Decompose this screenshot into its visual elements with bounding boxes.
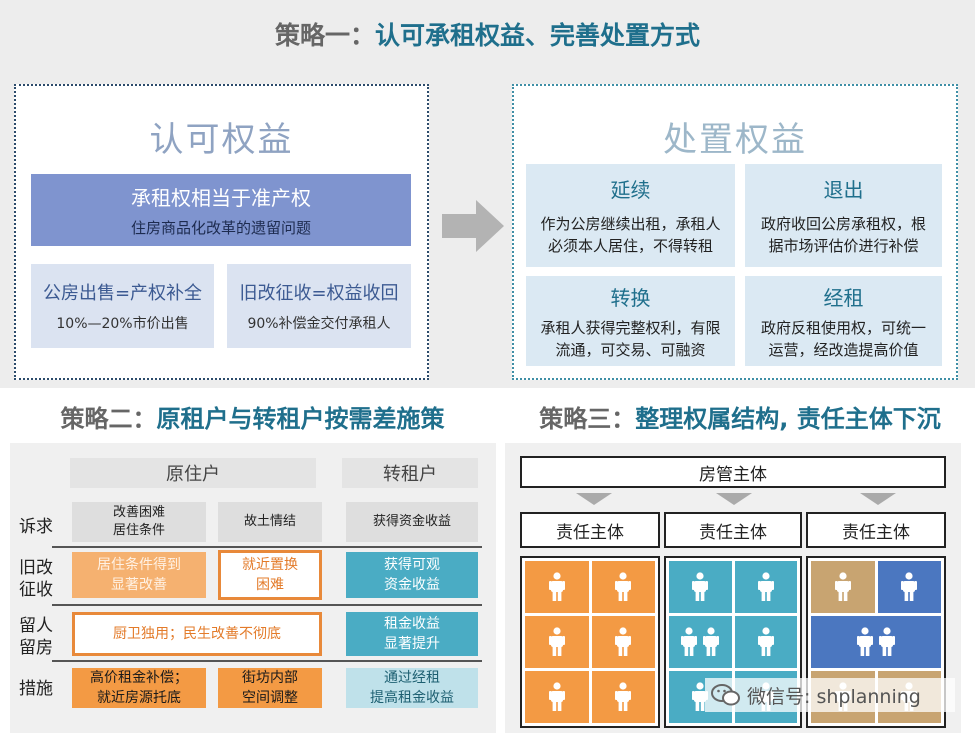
- card-title: 经租: [823, 285, 864, 310]
- card-text-line: 据市场评估价进行补偿: [768, 237, 919, 255]
- responsible-body-box: 责任主体: [520, 512, 660, 548]
- person-tile: [877, 561, 941, 613]
- person-tile: [669, 616, 732, 668]
- person-tile: [734, 616, 797, 668]
- card-title: 退出: [823, 178, 864, 202]
- measures-cell: 高价租金补偿； 就近房源托底: [72, 668, 206, 708]
- card-text-line: 流通，可交易、可融资: [555, 340, 706, 359]
- person-tile: [811, 561, 875, 613]
- person-icon: [834, 572, 851, 601]
- person-icon: [681, 627, 698, 656]
- person-icon: [857, 627, 873, 656]
- strategy3-prefix: 策略三：: [539, 404, 636, 433]
- person-icon: [615, 682, 632, 711]
- old-renewal-card: 旧改征收=权益收回 90%补偿金交付承租人: [227, 264, 411, 348]
- person-icon: [548, 572, 565, 601]
- lease-operation-card: 经租 政府反租使用权，可统一 运营，经改造提高价值: [745, 276, 942, 366]
- public-housing-sale-card: 公房出售=产权补全 10%—20%市价出售: [31, 264, 214, 348]
- card-title: 延续: [610, 178, 651, 202]
- measures-cell: 街坊内部 空间调整: [218, 668, 322, 708]
- strategy2-title: 策略二： 原租户与转租户按需差施策: [0, 396, 505, 436]
- recognize-rights-heading: 认可权益: [149, 119, 294, 160]
- responsible-body-box: 责任主体: [806, 512, 946, 548]
- card-text-line: 政府收回公房承租权，根: [760, 215, 926, 233]
- housing-management-box: 房管主体: [520, 456, 946, 488]
- appeal-cell: 获得资金收益: [346, 502, 478, 542]
- retain-cell: 租金收益 显著提升: [346, 612, 478, 656]
- person-tile: [669, 561, 732, 613]
- person-tile: [525, 616, 589, 668]
- person-tile: [811, 616, 941, 668]
- card-text-line: 作为公房继续出租，承租人: [540, 215, 721, 233]
- person-icon: [757, 572, 774, 601]
- down-arrow-icon: [576, 493, 612, 505]
- row-label-measures: 措施: [19, 679, 53, 699]
- card-text-line: 运营，经改造提高价值: [768, 340, 919, 359]
- continue-card: 延续 作为公房继续出租，承租人 必须本人居住，不得转租: [526, 164, 735, 267]
- person-tile: [525, 671, 589, 723]
- orange-people-grid: [520, 556, 660, 728]
- strategy3-title-text: 整理权属结构, 责任主体下沉: [635, 404, 941, 433]
- row-separator: [52, 604, 482, 606]
- dispose-rights-heading: 处置权益: [663, 119, 807, 160]
- watermark-text: 微信号: shplanning: [747, 685, 921, 708]
- column-header-original: 原住户: [70, 458, 316, 488]
- card-text: 90%补偿金交付承租人: [247, 316, 391, 332]
- card-title: 公房出售=产权补全: [42, 283, 203, 304]
- card-text-line: 政府反租使用权，可统一: [760, 318, 926, 337]
- right-arrow-icon: [442, 200, 504, 252]
- person-tile: [591, 616, 655, 668]
- strategy1-title-text: 认可承租权益、完善处置方式: [375, 21, 701, 50]
- appeal-cell: 改善困难 居住条件: [72, 502, 206, 542]
- person-tile: [591, 561, 655, 613]
- renewal-cell-highlight: 就近置换 困难: [218, 550, 322, 600]
- person-tile: [591, 671, 655, 723]
- wechat-watermark: 微信号: shplanning: [705, 678, 955, 712]
- renewal-cell: 居住条件得到 显著改善: [72, 552, 206, 598]
- renewal-cell: 获得可观 资金收益: [346, 552, 478, 598]
- down-arrow-icon: [716, 493, 752, 505]
- row-separator: [52, 546, 482, 548]
- measures-cell: 通过经租 提高租金收益: [346, 668, 478, 708]
- column-header-subtenant: 转租户: [342, 458, 478, 488]
- retain-cell-highlight: 厨卫独用；民生改善不彻底: [72, 612, 322, 656]
- strategy1-prefix: 策略一：: [274, 21, 375, 50]
- row-separator: [52, 660, 482, 662]
- quasi-property-box: 承租权相当于准产权 住房商品化改革的遗留问题: [31, 174, 411, 246]
- person-icon: [615, 627, 632, 656]
- person-icon: [757, 627, 774, 656]
- row-label-appeal: 诉求: [19, 517, 53, 537]
- strategy1-title: 策略一： 认可承租权益、完善处置方式: [0, 14, 975, 54]
- card-title: 转换: [610, 285, 651, 310]
- person-icon: [901, 572, 918, 601]
- row-label-renewal: 旧改 征收: [19, 558, 53, 600]
- wechat-icon: [711, 684, 740, 706]
- exit-card: 退出 政府收回公房承租权，根 据市场评估价进行补偿: [745, 164, 942, 267]
- person-tile: [734, 561, 797, 613]
- person-icon: [548, 682, 565, 711]
- person-icon: [703, 627, 720, 656]
- down-arrow-icon: [860, 493, 896, 505]
- person-tile: [525, 561, 589, 613]
- person-icon: [692, 572, 709, 601]
- quasi-property-subtitle: 住房商品化改革的遗留问题: [130, 219, 311, 237]
- appeal-cell: 故土情结: [218, 502, 322, 542]
- card-text-line: 必须本人居住，不得转租: [547, 237, 713, 255]
- row-label-retain: 留人 留房: [19, 616, 53, 658]
- strategy2-prefix: 策略二：: [60, 404, 157, 433]
- responsible-body-box: 责任主体: [664, 512, 802, 548]
- quasi-property-title: 承租权相当于准产权: [131, 186, 311, 210]
- card-text-line: 承租人获得完整权利，有限: [540, 318, 721, 337]
- strategy3-title: 策略三： 整理权属结构, 责任主体下沉: [505, 396, 975, 436]
- strategy2-title-text: 原租户与转租户按需差施策: [156, 404, 445, 433]
- card-text: 10%—20%市价出售: [56, 316, 189, 332]
- convert-card: 转换 承租人获得完整权利，有限 流通，可交易、可融资: [526, 276, 735, 366]
- card-title: 旧改征收=权益收回: [239, 283, 399, 304]
- person-icon: [548, 627, 565, 656]
- person-icon: [615, 572, 632, 601]
- person-icon: [879, 627, 895, 656]
